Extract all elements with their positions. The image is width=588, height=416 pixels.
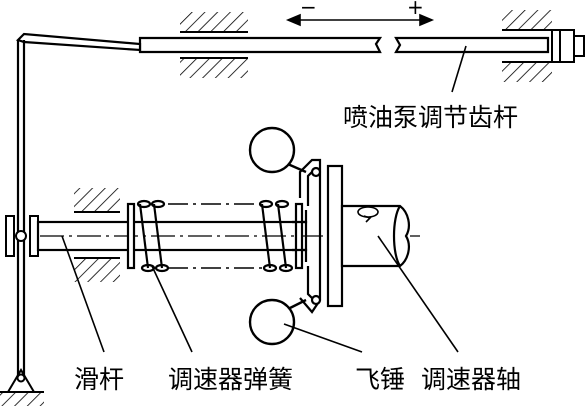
governor-shaft	[340, 204, 410, 268]
flyweights	[248, 126, 307, 346]
flyweight-carrier	[292, 158, 344, 314]
direction-arrow	[285, 13, 435, 27]
slide-rod-guides	[74, 188, 120, 282]
upper-flyweight	[248, 126, 296, 174]
rotation-arrow	[357, 206, 379, 223]
rack-end-nut	[551, 29, 585, 63]
fuel-pump-rack-label: 喷油泵调节齿杆	[343, 103, 518, 132]
direction-minus-label: −	[300, 0, 317, 19]
fuel-pump-rack	[138, 36, 550, 54]
flyweight-label: 飞锤	[355, 365, 405, 394]
governor-spring	[126, 199, 304, 273]
lever-joint	[5, 215, 39, 257]
leader-lines	[61, 235, 459, 353]
rack-leader-line	[451, 45, 467, 93]
direction-plus-label: +	[407, 0, 424, 19]
governor-shaft-label: 调速器轴	[421, 365, 521, 394]
lower-flyweight	[248, 298, 296, 346]
slide-rod-label: 滑杆	[74, 365, 124, 394]
governor-spring-label: 调速器弹簧	[168, 365, 293, 394]
lever-pivot	[0, 368, 44, 406]
linkage	[15, 32, 142, 378]
